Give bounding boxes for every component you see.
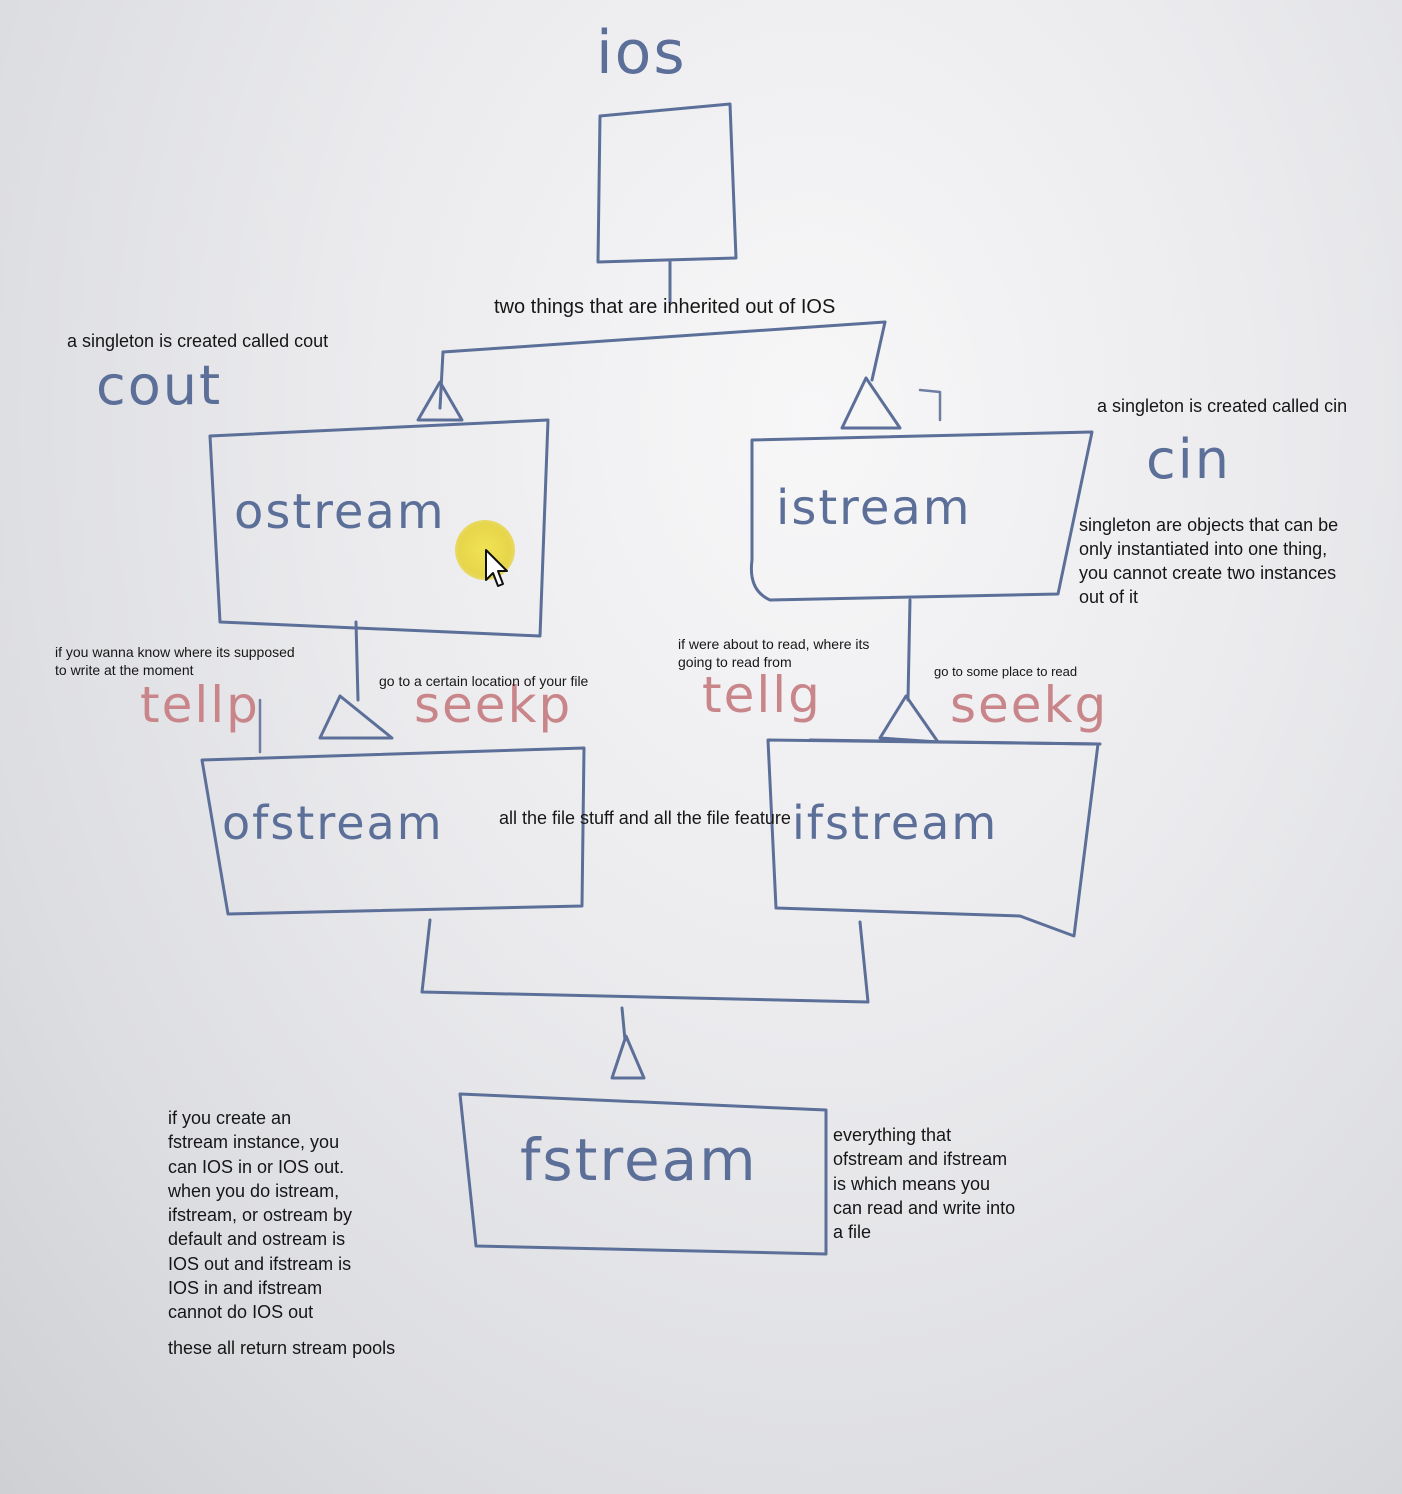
fstream-box (458, 1092, 828, 1256)
ofstream-box (200, 746, 586, 916)
istream-triangle-mark (918, 388, 942, 422)
ostream-triangle (416, 380, 464, 422)
cin-note: a singleton is created called cin (1097, 396, 1348, 416)
tellg-label: tellg (702, 666, 822, 724)
singleton-definition: singleton are objects that can be only i… (1079, 515, 1339, 607)
merge-lines (420, 918, 870, 1004)
mouse-pointer-icon (485, 549, 508, 587)
ostream-box (208, 418, 550, 638)
ifstream-box (766, 738, 1100, 938)
tellp-label: tellp (140, 676, 260, 734)
ofstream-label: ofstream (222, 796, 444, 850)
branch-right-drop (870, 320, 887, 382)
branch-left-drop (438, 350, 445, 410)
istream-box (749, 430, 1094, 602)
cin-label: cin (1146, 428, 1231, 491)
file-stuff-note: all the file stuff and all the file feat… (499, 808, 791, 828)
istream-stem (906, 598, 912, 702)
ios-branch (441, 320, 887, 354)
inherited-note: two things that are inherited out of IOS (494, 296, 836, 318)
seekg-note: go to some place to read (934, 664, 1078, 679)
fstream-instance-note: if you create an fstream instance, you c… (168, 1108, 353, 1323)
ifstream-triangle (878, 694, 940, 744)
cout-label: cout (96, 354, 223, 417)
istream-triangle (840, 376, 902, 430)
tellp-note: if you wanna know where its supposed to … (55, 644, 295, 678)
ifstream-label: ifstream (792, 796, 999, 850)
fstream-stem (620, 1006, 627, 1042)
ios-label: ios (596, 18, 687, 88)
stream-pools-note: these all return stream pools (168, 1338, 396, 1358)
cout-note: a singleton is created called cout (67, 331, 329, 351)
fstream-triangle (610, 1034, 646, 1080)
fstream-readwrite-note: everything that ofstream and ifstream is… (833, 1125, 1016, 1243)
seekg-label: seekg (950, 676, 1109, 734)
fstream-label: fstream (520, 1126, 758, 1194)
tellg-note: if were about to read, where its going t… (678, 636, 870, 670)
istream-label: istream (776, 480, 972, 536)
ios-box (596, 102, 738, 264)
ostream-label: ostream (234, 484, 446, 540)
seekp-note: go to a certain location of your file (379, 673, 589, 689)
ofstream-triangle (318, 694, 394, 740)
seekp-label: seekp (414, 676, 573, 734)
ostream-stem (354, 620, 360, 702)
